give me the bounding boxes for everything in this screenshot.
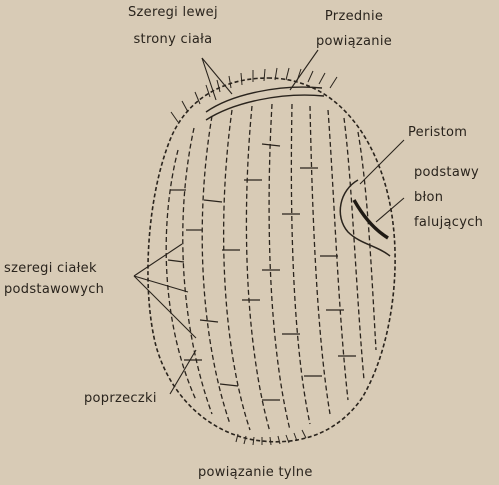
membranelle-bases <box>354 200 388 238</box>
label-kinety: szeregi ciałek podstawowych <box>4 260 104 298</box>
label-membranelle-bases: podstawy błon falujących <box>414 164 483 231</box>
leader-lines <box>134 50 404 394</box>
label-peristome: Peristom <box>408 124 467 141</box>
posterior-suture <box>236 430 306 445</box>
label-left-rows: Szeregi lewej strony ciała <box>128 4 218 48</box>
label-anterior-suture: Przednie powiązanie <box>316 8 392 50</box>
kinety-rows <box>166 104 376 432</box>
label-crossbars: poprzeczki <box>84 390 157 407</box>
label-posterior-suture: powiązanie tylne <box>198 464 313 481</box>
